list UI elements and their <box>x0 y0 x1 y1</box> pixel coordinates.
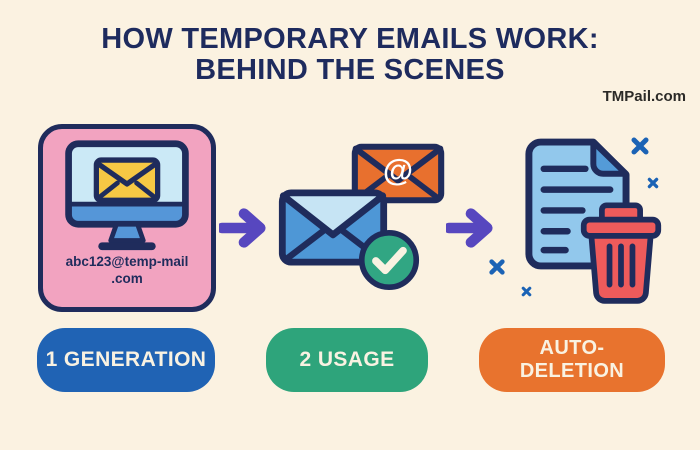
checkmark-circle-icon <box>358 229 420 291</box>
temp-email-address: abc123@temp-mail .com <box>66 254 189 288</box>
cross-decoration-icon <box>521 286 532 297</box>
cross-decoration-icon <box>631 137 649 155</box>
trash-can-icon <box>580 202 662 304</box>
page-title: HOW TEMPORARY EMAILS WORK: BEHIND THE SC… <box>0 23 700 87</box>
auto-deletion-badge-label: AUTO- DELETION <box>520 337 624 383</box>
brand-text: TMPail.com <box>602 88 686 105</box>
auto-deletion-badge: AUTO- DELETION <box>479 328 665 392</box>
monitor-email-icon <box>65 140 189 251</box>
arrow-right-icon-2 <box>446 208 493 248</box>
generation-badge: 1 GENERATION <box>37 328 215 392</box>
arrow-right-icon-1 <box>219 208 266 248</box>
cross-decoration-icon <box>489 259 505 275</box>
at-symbol: @ <box>383 153 413 188</box>
auto-deletion-line1: AUTO- <box>539 337 605 359</box>
at-envelope-icon: @ <box>351 143 445 204</box>
auto-deletion-line2: DELETION <box>519 360 625 382</box>
usage-badge-label: 2 USAGE <box>299 348 395 371</box>
blue-envelope-icon <box>278 189 388 266</box>
generation-card: abc123@temp-mail .com <box>38 124 216 312</box>
temp-email-line1: abc123@temp-mail <box>65 254 189 269</box>
page-title-line2: BEHIND THE SCENES <box>195 54 505 87</box>
generation-badge-label: 1 GENERATION <box>45 348 207 371</box>
cross-decoration-icon <box>647 177 659 189</box>
temp-email-line2: .com <box>111 270 143 286</box>
usage-badge: 2 USAGE <box>266 328 428 392</box>
page-title-line1: HOW TEMPORARY EMAILS WORK: <box>101 23 599 55</box>
